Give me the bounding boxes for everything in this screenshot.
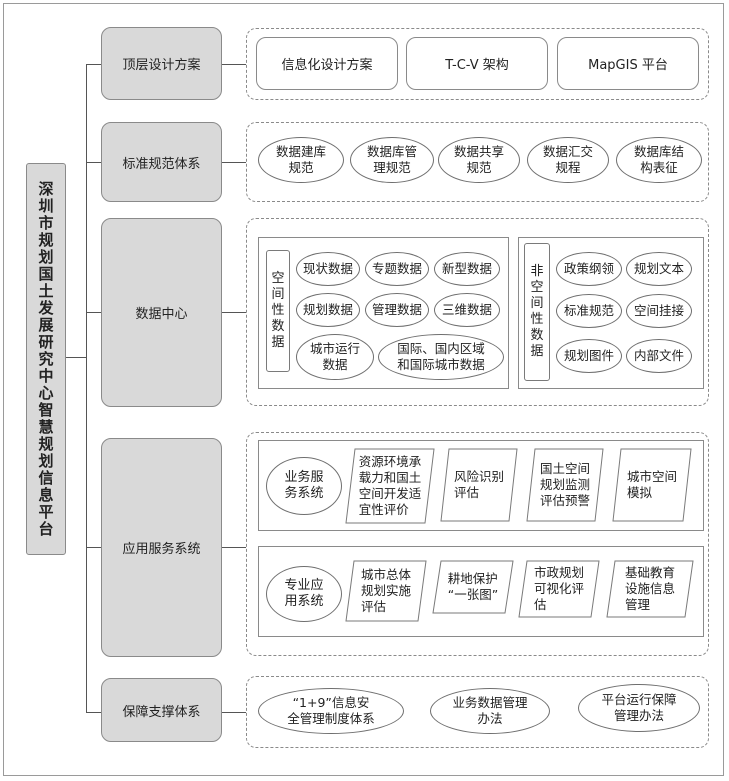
item-label: 国土空间 规划监测 评估预警: [539, 461, 590, 508]
parallelogram-shape: [345, 448, 435, 524]
branch-app-service: [86, 547, 102, 548]
link-top-design: [222, 64, 246, 65]
spatial-data-label: 空间性数据: [271, 271, 285, 350]
nonspatial-item: 标准规范: [556, 294, 622, 328]
standard-item: 数据建库 规范: [258, 137, 344, 183]
business-item: 国土空间 规划监测 评估预警: [526, 448, 604, 522]
category-label: 数据中心: [135, 307, 188, 322]
group-top-design: [246, 28, 709, 100]
category-label: 顶层设计方案: [122, 58, 201, 73]
category-standards: 标准规范体系: [101, 122, 222, 202]
support-item: “1+9”信息安 全管理制度体系: [258, 688, 404, 734]
parallelogram-shape: [432, 560, 514, 614]
top-design-item: T-C-V 架构: [406, 37, 548, 90]
nonspatial-item: 规划图件: [556, 339, 622, 373]
top-design-item: MapGIS 平台: [557, 37, 699, 90]
category-data-center: 数据中心: [101, 218, 222, 407]
category-support: 保障支撑体系: [101, 678, 222, 742]
root-label: 深圳市规划国土发展研究中心智慧规划信息平台: [38, 179, 54, 538]
standard-item: 数据汇交 规程: [527, 137, 609, 183]
business-item: 风险识别 评估: [440, 448, 518, 522]
category-top-design: 顶层设计方案: [101, 27, 222, 100]
spatial-item: 三维数据: [434, 293, 500, 327]
category-app-service: 应用服务系统: [101, 438, 222, 657]
parallelogram-shape: [518, 560, 600, 618]
group-app-service: [246, 432, 709, 656]
spatial-item: 专题数据: [365, 252, 429, 286]
category-label: 标准规范体系: [122, 156, 201, 172]
parallelogram-shape: [606, 560, 694, 618]
nonspatial-data-panel: [518, 237, 704, 389]
branch-standards: [86, 162, 102, 163]
link-standards: [222, 162, 246, 163]
parallelogram-shape: [526, 448, 604, 522]
parallelogram-shape: [440, 448, 518, 522]
category-label: 应用服务系统: [122, 542, 201, 557]
nonspatial-item: 内部文件: [626, 339, 692, 373]
professional-item: 耕地保护 “一张图”: [432, 560, 514, 614]
business-system-panel: [258, 440, 704, 531]
group-support: [246, 676, 709, 748]
root-node: 深圳市规划国土发展研究中心智慧规划信息平台: [26, 163, 66, 555]
professional-item: 基础教育 设施信息 管理: [606, 560, 694, 618]
item-label: T-C-V 架构: [445, 58, 509, 73]
standard-item: 数据库管 理规范: [350, 137, 434, 183]
item-label: 风险识别 评估: [453, 469, 504, 500]
top-design-item: 信息化设计方案: [256, 37, 398, 90]
nonspatial-item: 规划文本: [626, 252, 692, 286]
branch-top-design: [86, 64, 102, 65]
professional-system-label: 专业应 用系统: [266, 566, 342, 622]
branch-support: [86, 712, 102, 713]
support-item: 平台运行保障 管理办法: [578, 684, 700, 732]
standard-item: 数据库结 构表征: [616, 137, 702, 183]
business-system-label: 业务服 务系统: [266, 457, 342, 515]
item-label: 城市总体 规划实施 评估: [360, 567, 411, 614]
spatial-item: 现状数据: [296, 252, 360, 286]
item-label: 信息化设计方案: [281, 58, 373, 73]
spatial-item: 国际、国内区域 和国际城市数据: [378, 334, 504, 380]
nonspatial-item: 空间挂接: [626, 294, 692, 328]
item-label: MapGIS 平台: [588, 58, 668, 73]
spatial-data-panel: [258, 237, 509, 389]
item-label: 耕地保护 “一张图”: [447, 571, 499, 602]
standard-item: 数据共享 规范: [438, 137, 520, 183]
item-label: 基础教育 设施信息 管理: [624, 565, 675, 612]
professional-system-panel: [258, 546, 704, 637]
group-standards: [246, 122, 709, 202]
link-app-service: [222, 547, 246, 548]
support-item: 业务数据管理 办法: [430, 688, 550, 734]
link-data-center: [222, 312, 246, 313]
spatial-data-label-box: 空间性数据: [266, 250, 290, 372]
parallelogram-shape: [612, 448, 692, 522]
group-data-center: [246, 218, 709, 406]
nonspatial-data-label-box: 非空间性数据: [524, 243, 550, 381]
spatial-item: 规划数据: [296, 293, 360, 327]
business-item: 资源环境承 载力和国土 空间开发适 宜性评价: [345, 448, 435, 524]
item-label: 资源环境承 载力和国土 空间开发适 宜性评价: [358, 454, 422, 517]
link-support: [222, 712, 246, 713]
nonspatial-item: 政策纲领: [556, 252, 622, 286]
parallelogram-shape: [345, 560, 427, 622]
item-label: 城市空间 模拟: [626, 469, 677, 500]
trunk-line: [86, 64, 87, 712]
nonspatial-data-label: 非空间性数据: [530, 264, 544, 359]
professional-item: 市政规划 可视化评 估: [518, 560, 600, 618]
professional-item: 城市总体 规划实施 评估: [345, 560, 427, 622]
root-connector: [66, 357, 86, 358]
category-label: 保障支撑体系: [122, 704, 201, 720]
business-item: 城市空间 模拟: [612, 448, 692, 522]
outer-frame: [3, 3, 724, 776]
spatial-item: 新型数据: [434, 252, 500, 286]
spatial-item: 管理数据: [365, 293, 429, 327]
spatial-item: 城市运行 数据: [296, 334, 374, 380]
item-label: 市政规划 可视化评 估: [533, 565, 584, 612]
branch-data-center: [86, 312, 102, 313]
